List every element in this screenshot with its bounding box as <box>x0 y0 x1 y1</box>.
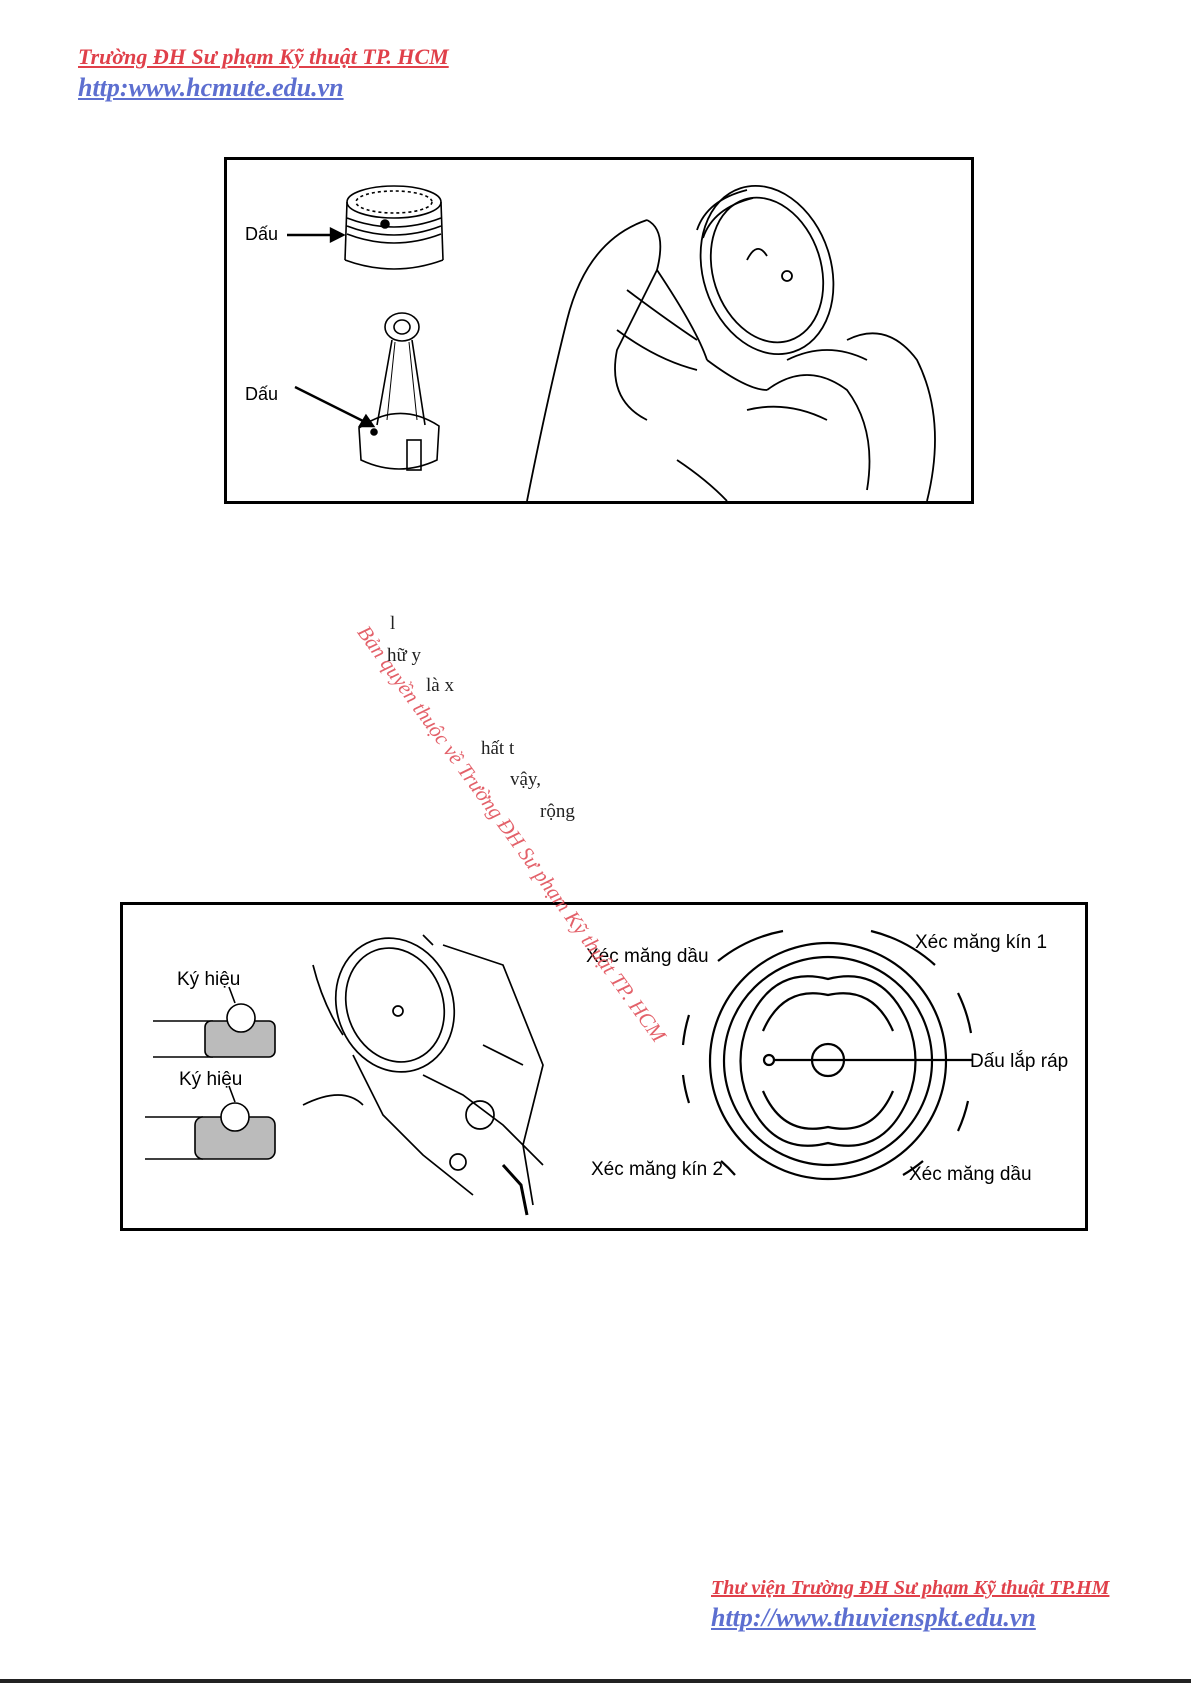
connecting-rod-illustration <box>358 312 440 471</box>
label-piston-mark: Dấu <box>245 224 278 244</box>
piston-illustration <box>344 185 444 270</box>
label-symbol-top: Ký hiệu <box>177 969 240 990</box>
figure-ring-installation-drawing: Ký hiệu Ký hiệu <box>145 929 1068 1216</box>
label-compression-ring-2: Xéc măng kín 2 <box>591 1159 723 1180</box>
label-symbol-bottom: Ký hiệu <box>179 1069 242 1090</box>
text-fragment: vậy, <box>510 769 541 790</box>
label-oil-ring-top: Xéc măng dầu <box>586 946 709 967</box>
header-url-link[interactable]: http:www.hcmute.edu.vn <box>78 73 344 102</box>
figure-ring-installation: Ký hiệu Ký hiệu <box>120 902 1088 1231</box>
ring-section-bottom <box>145 1085 276 1160</box>
piston-in-vise-illustration <box>302 934 544 1216</box>
label-rod-mark: Dấu <box>245 384 278 404</box>
ring-section-top <box>153 986 276 1058</box>
text-fragment: l <box>390 613 396 634</box>
footer-library-name: Thư viện Trường ĐH Sư phạm Kỹ thuật TP.H… <box>711 1577 1110 1599</box>
arrow-rod <box>294 385 376 428</box>
label-oil-ring-bottom: Xéc măng dầu <box>909 1164 1032 1185</box>
footer-url-link[interactable]: http://www.thuvienspkt.edu.vn <box>711 1603 1036 1632</box>
page-bottom-rule <box>0 1679 1191 1683</box>
ring-gap-diagram <box>681 929 973 1181</box>
text-fragment: là x <box>426 675 454 696</box>
figure-piston-marks: Dấu Dấu <box>224 157 974 504</box>
label-assembly-mark: Dấu lắp ráp <box>970 1050 1068 1072</box>
text-fragment: hữ y <box>387 645 422 666</box>
text-fragment: rộng <box>540 801 575 822</box>
label-compression-ring-1: Xéc măng kín 1 <box>915 932 1047 953</box>
figure-piston-marks-drawing: Dấu Dấu <box>245 184 936 501</box>
arrow-piston <box>287 227 346 243</box>
text-fragment: hất t <box>481 738 515 759</box>
hands-installing-ring-illustration <box>526 184 936 501</box>
header-school-name: Trường ĐH Sư phạm Kỹ thuật TP. HCM <box>78 44 449 69</box>
